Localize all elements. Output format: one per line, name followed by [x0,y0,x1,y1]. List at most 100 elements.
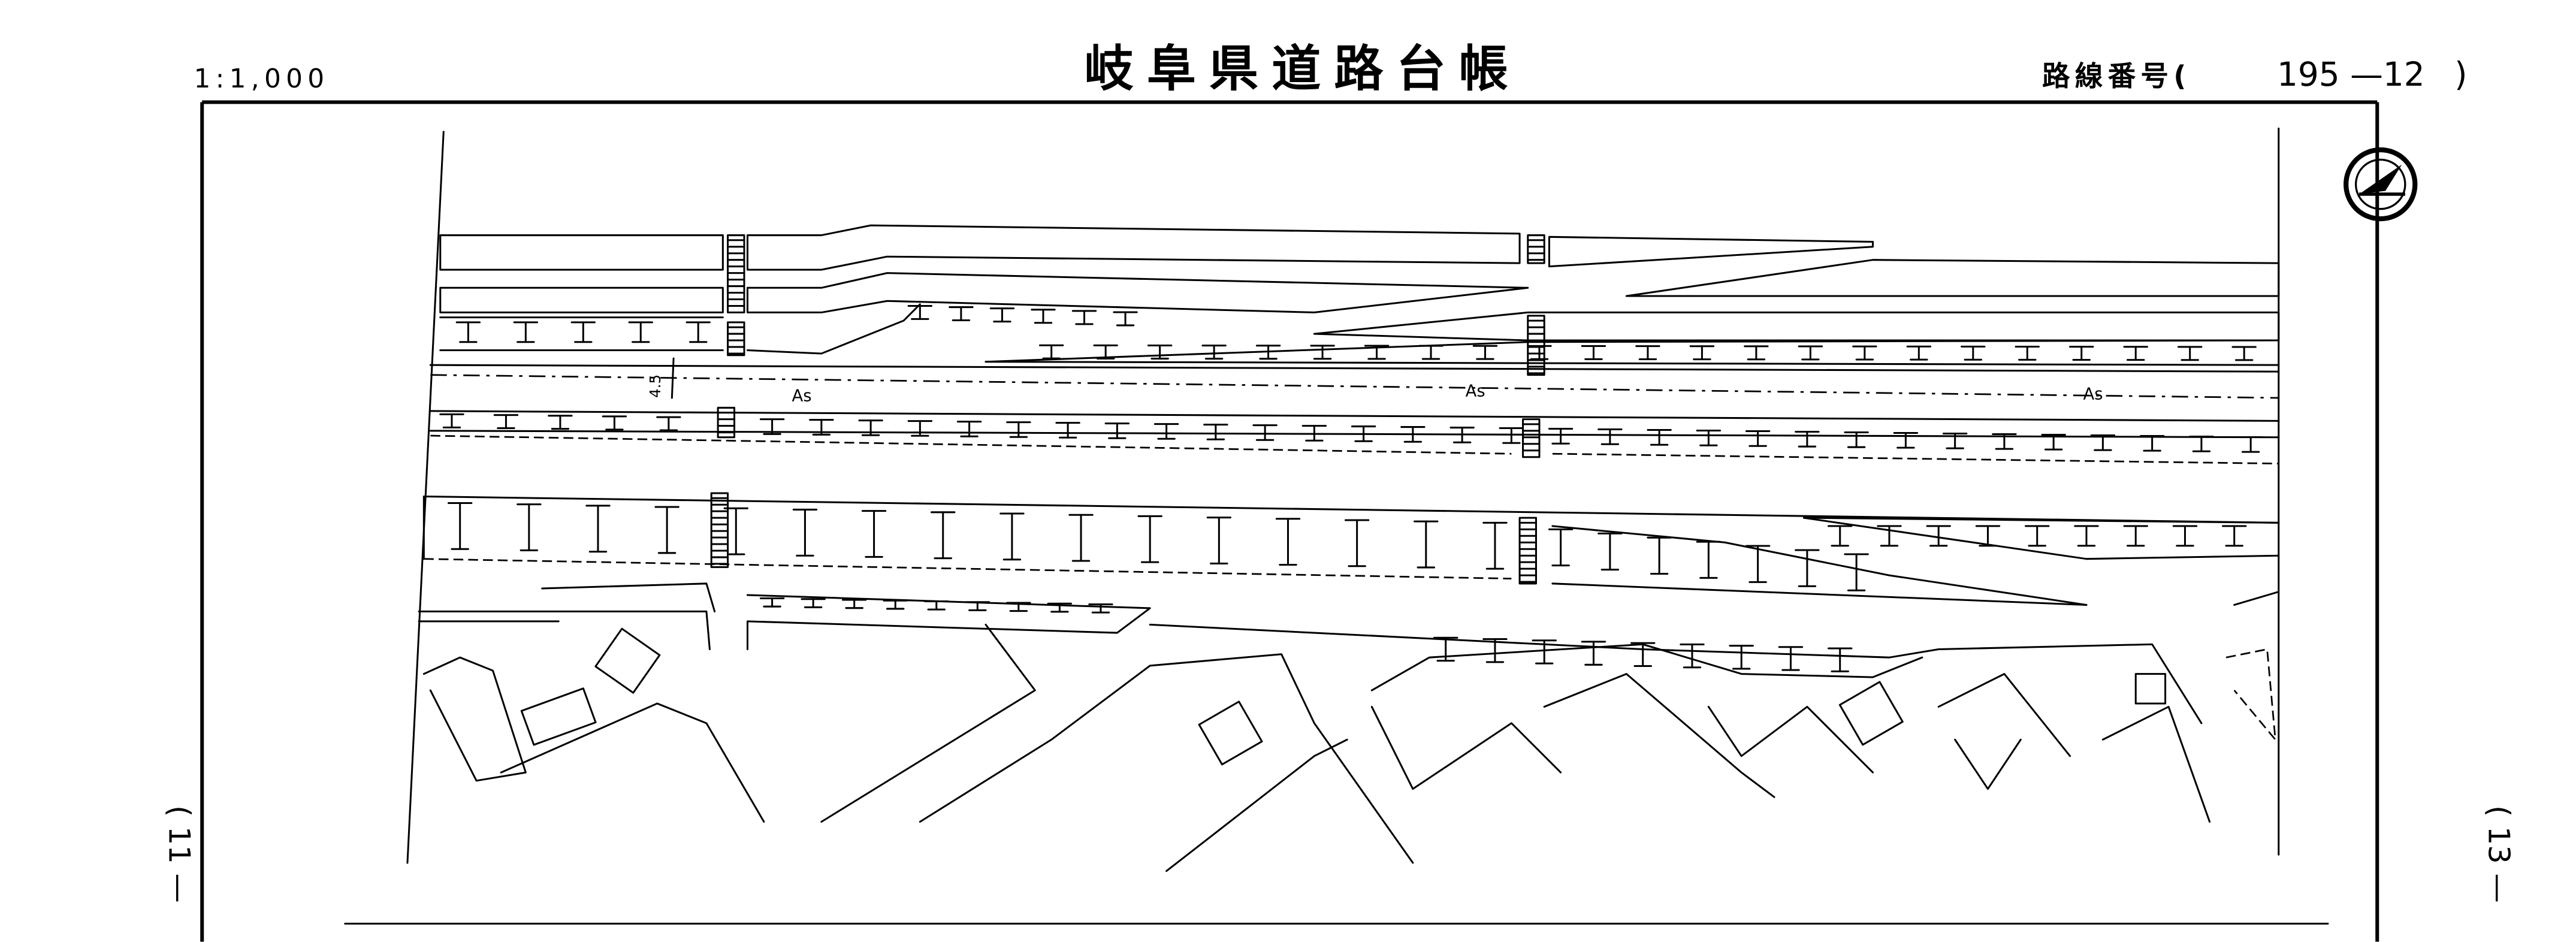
curb-mark [1113,311,1138,327]
curb-mark [1472,345,1498,360]
curb-mark [1351,425,1376,442]
curb-mark [858,419,883,436]
road-edges [418,303,2280,823]
curb-mark [1301,425,1327,442]
curb-mark [1532,639,1557,665]
curb-mark [1071,310,1097,325]
curb-mark [1798,345,1823,361]
curb-mark [654,506,680,554]
curb-mark [723,507,748,555]
crosswalk [1527,234,1545,264]
curb-mark [965,601,990,611]
curb-mark [1992,433,2017,450]
curb-mark [1926,525,1951,547]
curb-mark [1877,525,1902,547]
curb-mark [493,414,519,430]
curb-mark [1745,545,1771,583]
curb-mark [1482,638,1508,663]
curb-mark [1844,431,1869,448]
curb-mark [2231,346,2257,361]
curb-mark [1310,345,1335,360]
curb-mark [1147,344,1173,360]
crosswalk [710,492,729,568]
curb-mark [1400,426,1426,443]
curb-mark [2189,435,2214,452]
curb-mark [956,421,982,437]
curb-mark [1418,345,1443,360]
curb-mark [861,510,887,558]
curb-mark [1696,430,1722,446]
curb-mark [1696,541,1722,579]
curb-mark [1744,345,1769,361]
curb-mark [1548,428,1574,445]
scale-label: 1:1,000 [194,64,330,94]
curb-mark [841,599,867,609]
curb-mark [1795,549,1820,587]
curb-mark [1068,514,1094,562]
curb-mark [1206,517,1232,564]
curb-mark [907,420,933,437]
curb-mark [1255,345,1281,360]
curb-mark [1581,345,1606,360]
curb-mark [1252,424,1278,441]
curb-mark [2041,433,2066,451]
curb-mark [455,321,481,343]
curb-mark [1975,525,2001,547]
crosswalks [710,234,1545,585]
curb-mark [513,321,539,343]
curb-mark [1778,646,1804,671]
curb-mark [1906,345,1932,361]
curb-mark [2139,434,2165,452]
curb-mark [439,413,464,428]
sidewalk-areas [439,224,2280,342]
sheet-title: 岐阜県道路台帳 [1085,41,1521,98]
curb-mark [883,599,908,610]
curb-mark [1038,344,1064,360]
curb-mark [2123,346,2148,361]
curb-mark [989,307,1015,323]
curb-mark [792,508,818,557]
north-arrow-icon [2344,147,2418,222]
curb-mark [1630,642,1656,668]
curb-mark [1137,515,1162,563]
crosswalk [727,234,745,313]
curb-mark [1795,431,1820,448]
curb-mark [949,306,974,322]
curb-mark [1647,536,1672,575]
curb-mark [2025,525,2050,547]
curb-mark [2177,346,2203,361]
curb-mark [2238,436,2263,453]
curb-mark [1844,553,1869,591]
curb-mark [1942,432,1968,449]
curb-mark [1006,602,1031,612]
curb-mark [2222,525,2247,547]
curb-mark [1581,641,1606,666]
curb-mark [2074,525,2099,547]
curb-mark [1414,520,1439,569]
curb-mark [1088,603,1113,614]
curb-mark [656,416,681,431]
route-number-label: 路線番号( [2042,60,2191,92]
curb-mark [1828,525,1853,547]
curb-mark [801,598,826,608]
curb-mark [628,321,653,343]
curb-mark [1006,421,1031,438]
curb-mark [1364,345,1390,360]
curb-mark [1031,309,1056,324]
curb-mark [1275,518,1301,566]
pavement-label: As [2083,385,2103,404]
curb-mark [1961,345,1986,361]
curb-mark [548,415,573,430]
curb-mark [759,597,785,608]
curb-mark [1729,645,1754,670]
curb-mark [1647,429,1672,446]
crosswalk [1518,517,1538,585]
curb-mark [907,304,933,320]
pavement-label: As [792,387,812,405]
curb-mark [1828,647,1853,672]
parcels [422,627,2277,872]
curb-mark [517,503,542,551]
curb-mark [931,511,956,560]
curb-mark [1499,427,1524,444]
